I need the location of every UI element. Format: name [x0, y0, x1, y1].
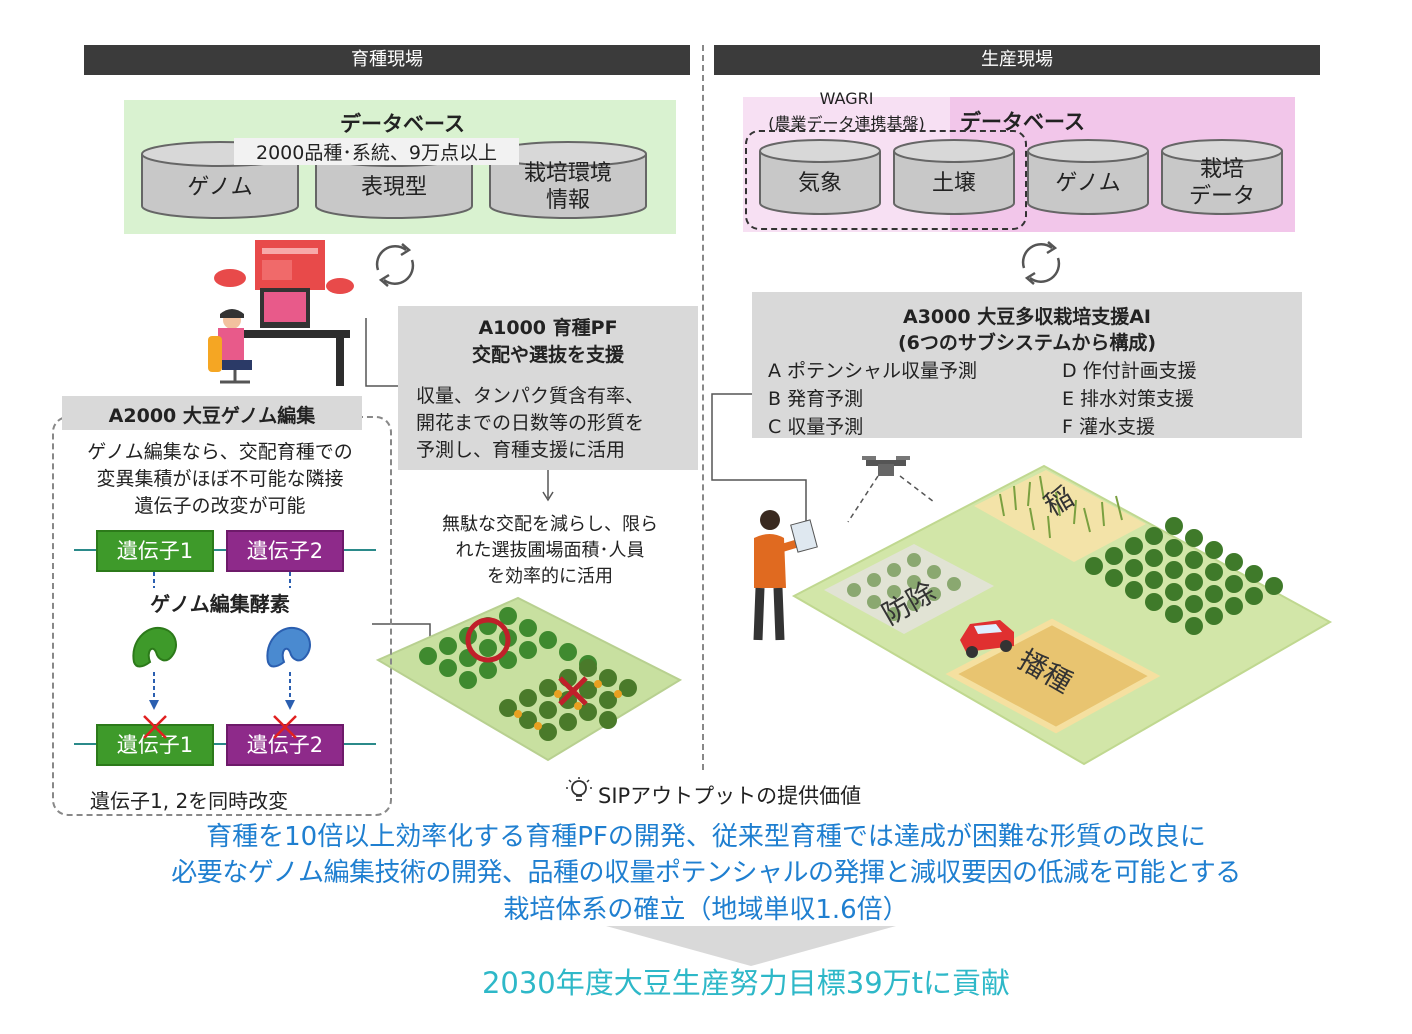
cultivation-db-cylinder: 栽培 データ	[1160, 138, 1284, 216]
genome-db-label: ゲノム	[187, 175, 253, 200]
gene1-box-top: 遺伝子1	[96, 530, 214, 572]
a3000-item-f: F 灌水支援	[1062, 416, 1155, 438]
genome-db-cylinder-right: ゲノム	[1026, 138, 1150, 216]
edit-mark-x-icons	[143, 715, 297, 739]
output-line-3: 栽培体系の確立（地域単収1.6倍）	[503, 895, 909, 925]
output-line-1: 育種を10倍以上効率化する育種PFの開発、従来型育種では達成が困難な形質の改良に	[206, 822, 1206, 852]
a1000-effect-2: れた選抜圃場面積･人員	[455, 540, 645, 561]
environment-db-cylinder: 栽培環境 情報	[488, 140, 648, 220]
a2000-body-1: ゲノム編集なら、交配育種での	[87, 441, 353, 463]
left-database-subtitle: 2000品種･系統、9万点以上	[234, 138, 519, 165]
weather-db-label: 気象	[797, 171, 842, 196]
lightbulb-icon	[566, 777, 592, 801]
breeding-site-header: 育種現場	[84, 45, 690, 75]
a3000-subtitle: (6つのサブシステムから構成)	[897, 332, 1157, 354]
genome-editing-enzyme-label: ゲノム編集酵素	[150, 592, 290, 616]
wagri-label: WAGRI	[819, 89, 874, 108]
gene1-box-edited: 遺伝子1	[96, 724, 214, 766]
farmer-with-tablet-illustration	[753, 510, 818, 641]
a2000-title-bg	[62, 396, 362, 430]
researcher-at-desk-illustration	[208, 240, 354, 386]
a3000-title: A3000 大豆多収栽培支援AI	[903, 306, 1151, 328]
gene2-box-edited: 遺伝子2	[226, 724, 344, 766]
green-enzyme-icon	[132, 626, 177, 668]
a3000-item-d: D 作付計画支援	[1062, 360, 1197, 382]
soil-db-cylinder: 土壌	[892, 138, 1016, 216]
left-database-title: データベース	[340, 112, 465, 136]
a2000-body-2: 変異集積がほぼ不可能な隣接	[96, 468, 344, 490]
blue-enzyme-icon	[266, 626, 311, 668]
wagri-sublabel: (農業データ連携基盤)	[768, 114, 925, 133]
breeding-field-illustration	[375, 596, 683, 762]
wagri-dashed-frame	[745, 130, 1027, 230]
sip-output-label: SIPアウトプットの提供価値	[598, 784, 862, 808]
a1000-body-1: 収量、タンパク質含有率、	[416, 385, 645, 407]
genome-db-cylinder: ゲノム	[140, 140, 300, 220]
soil-db-label: 土壌	[931, 171, 976, 196]
environment-db-label-2: 情報	[545, 188, 590, 213]
farm-field-illustration	[791, 456, 1333, 766]
a3000-item-e: E 排水対策支援	[1062, 388, 1195, 410]
a1000-body-3: 予測し、育種支援に活用	[416, 439, 626, 461]
sync-icon-right	[1021, 241, 1061, 285]
a2000-footer: 遺伝子1, 2を同時改変	[90, 789, 289, 813]
gene2-box-top: 遺伝子2	[226, 530, 344, 572]
enzyme-arrows	[149, 572, 295, 710]
down-arrow-icon	[606, 926, 896, 966]
dna-strand-top	[74, 549, 376, 551]
cultivation-db-label-2: データ	[1188, 184, 1255, 209]
a1000-effect-3: を効率的に活用	[487, 566, 613, 587]
a2000-body-3: 遺伝子の改変が可能	[134, 495, 306, 517]
phenotype-db-label: 表現型	[360, 175, 427, 200]
dna-strand-bottom	[74, 743, 376, 745]
a1000-breeding-pf-box	[398, 306, 698, 470]
a3000-item-a: A ポテンシャル収量予測	[768, 360, 978, 382]
output-line-2: 必要なゲノム編集技術の開発、品種の収量ポテンシャルの発揮と減収要因の低減を可能と…	[171, 858, 1241, 888]
production-site-header: 生産現場	[714, 45, 1320, 75]
a1000-effect-1: 無駄な交配を減らし、限ら	[442, 514, 658, 535]
environment-db-label-1: 栽培環境	[523, 161, 612, 186]
weather-db-cylinder: 気象	[758, 138, 882, 216]
a3000-item-b: B 発育予測	[768, 388, 864, 410]
cultivation-db-label-1: 栽培	[1199, 157, 1244, 182]
a3000-ai-box	[752, 292, 1302, 438]
center-divider	[702, 45, 704, 770]
sync-icon	[375, 243, 415, 287]
a1000-title: A1000 育種PF	[478, 317, 618, 339]
a2000-title: A2000 大豆ゲノム編集	[108, 405, 316, 427]
a1000-body-2: 開花までの日数等の形質を	[416, 412, 645, 434]
production-goal: 2030年度大豆生産努力目標39万tに貢献	[481, 966, 1011, 1000]
a1000-subtitle: 交配や選抜を支援	[471, 344, 624, 366]
genome-db-label-right: ゲノム	[1055, 171, 1121, 196]
a3000-item-c: C 収量予測	[768, 416, 864, 438]
